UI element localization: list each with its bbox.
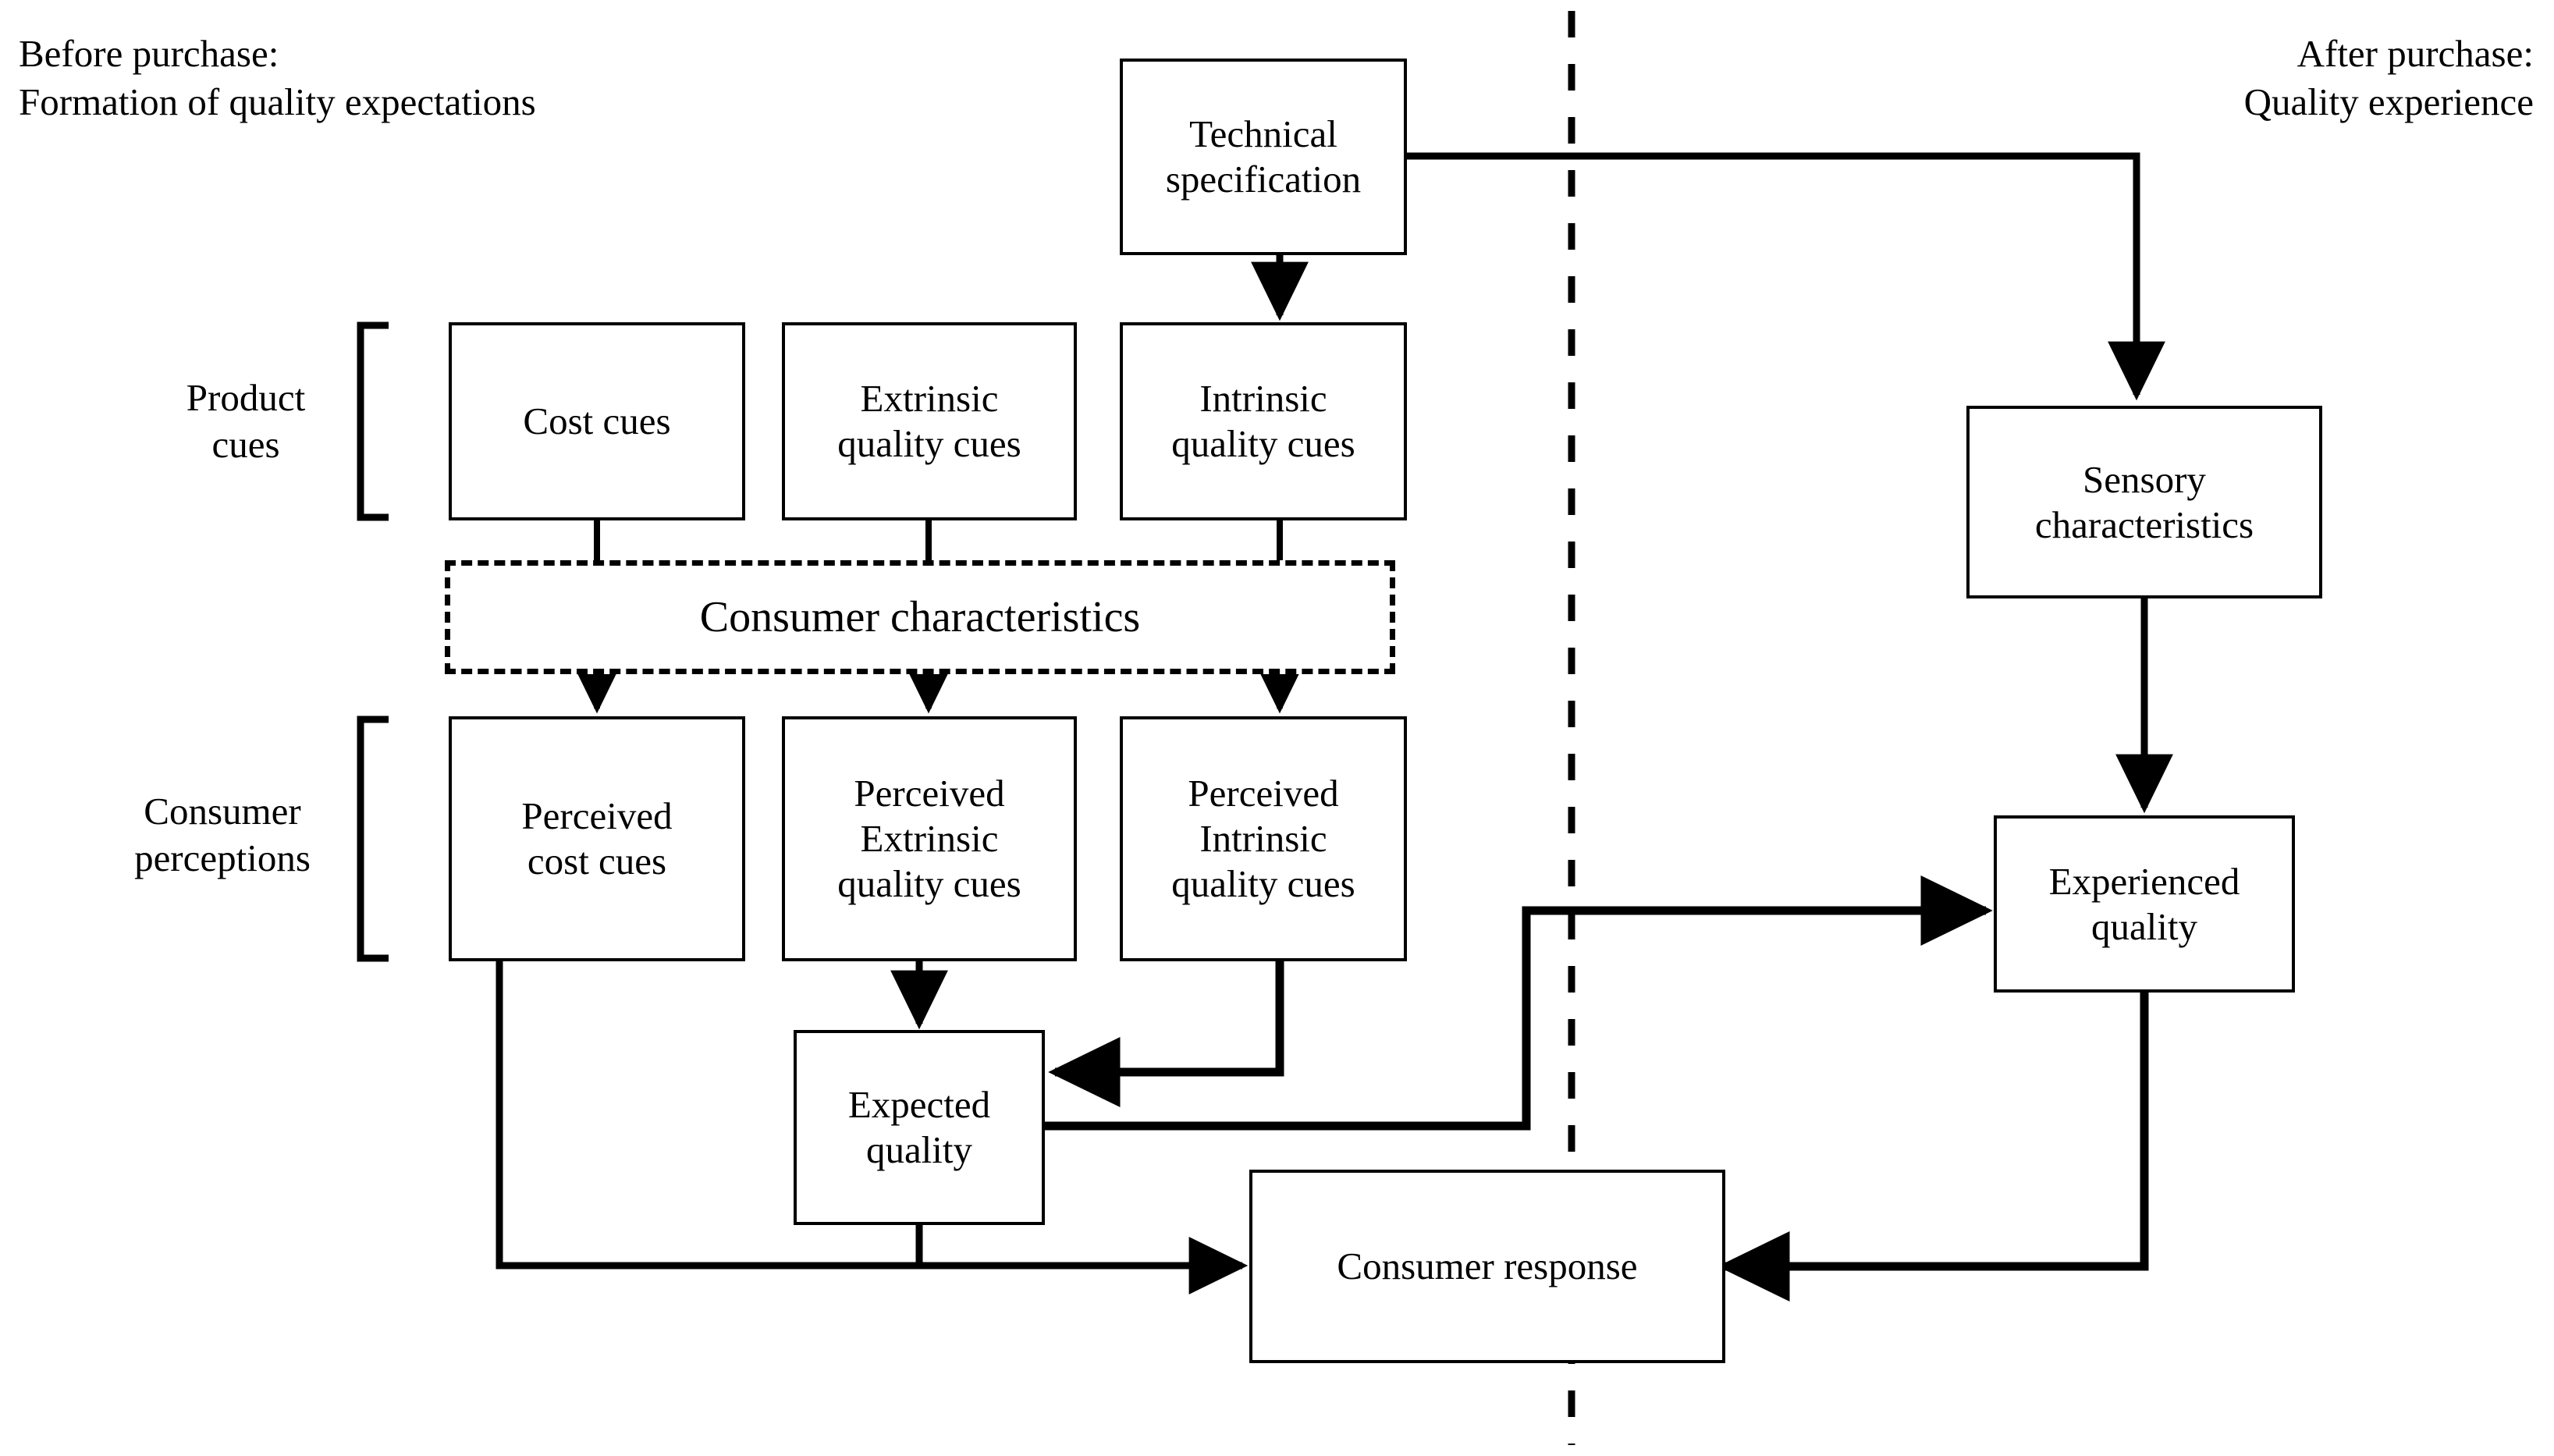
node-sensory-characteristics[interactable]: Sensory characteristics xyxy=(1966,406,2322,598)
node-perceived-extrinsic-quality-cues[interactable]: Perceived Extrinsic quality cues xyxy=(782,716,1077,961)
phase-label-before-purchase: Before purchase: Formation of quality ex… xyxy=(19,32,536,123)
edge-perceived-cost-to-response xyxy=(496,960,1249,1294)
node-experienced-quality[interactable]: Experienced quality xyxy=(1994,815,2295,993)
node-extrinsic-quality-cues[interactable]: Extrinsic quality cues xyxy=(782,322,1077,520)
group-label-product-cues: Product cues xyxy=(186,376,306,466)
node-consumer-response[interactable]: Consumer response xyxy=(1249,1170,1725,1363)
edge-perceived-intrinsic-to-expected xyxy=(1048,960,1284,1108)
group-label-consumer-perceptions: Consumer perceptions xyxy=(134,790,311,879)
phase-label-after-purchase: After purchase: Quality experience xyxy=(2243,32,2534,123)
node-perceived-intrinsic-quality-cues[interactable]: Perceived Intrinsic quality cues xyxy=(1120,716,1407,961)
edge-techspec-to-sensory xyxy=(1405,152,2165,401)
node-perceived-cost-cues[interactable]: Perceived cost cues xyxy=(449,716,745,961)
node-intrinsic-quality-cues[interactable]: Intrinsic quality cues xyxy=(1120,322,1407,520)
edge-experienced-to-response xyxy=(1717,991,2149,1302)
edge-expected-to-experienced xyxy=(1043,875,1993,1131)
bracket-product-cues xyxy=(357,321,389,521)
node-cost-cues[interactable]: Cost cues xyxy=(449,322,745,520)
bracket-consumer-perceptions xyxy=(357,716,389,962)
node-technical-specification[interactable]: Technical specification xyxy=(1120,59,1407,255)
node-consumer-characteristics[interactable]: Consumer characteristics xyxy=(445,560,1395,674)
node-expected-quality[interactable]: Expected quality xyxy=(794,1030,1045,1225)
